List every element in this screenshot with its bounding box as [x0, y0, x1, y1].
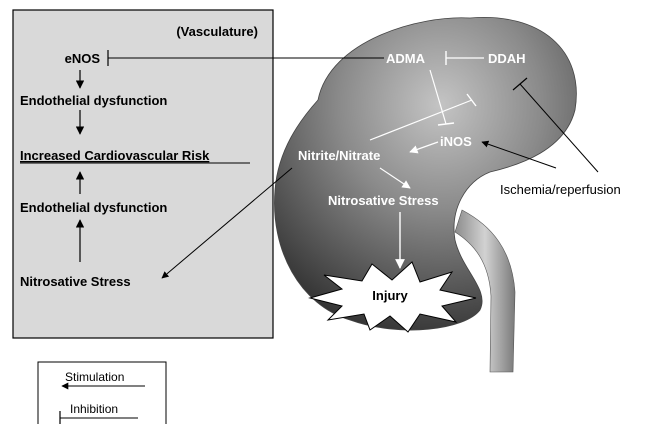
vasc-enos-label: eNOS — [65, 51, 101, 66]
vasc-nitrosative-stress: Nitrosative Stress — [20, 274, 131, 289]
vasculature-title: (Vasculature) — [176, 24, 258, 39]
ddah-label: DDAH — [488, 51, 526, 66]
legend-stimulation-label: Stimulation — [65, 370, 124, 384]
vasc-endothelial-dysfunction-bottom: Endothelial dysfunction — [20, 200, 167, 215]
inos-label: iNOS — [440, 134, 472, 149]
vasc-cardiovascular-risk: Increased Cardiovascular Risk — [20, 148, 210, 163]
nitrite-nitrate-label: Nitrite/Nitrate — [298, 148, 380, 163]
injury-label: Injury — [372, 288, 408, 303]
adma-label: ADMA — [386, 51, 426, 66]
kidney-nitrosative-stress-label: Nitrosative Stress — [328, 193, 439, 208]
ischemia-reperfusion-label: Ischemia/reperfusion — [500, 182, 621, 197]
vasc-endothelial-dysfunction-top: Endothelial dysfunction — [20, 93, 167, 108]
legend-inhibition-label: Inhibition — [70, 402, 118, 416]
